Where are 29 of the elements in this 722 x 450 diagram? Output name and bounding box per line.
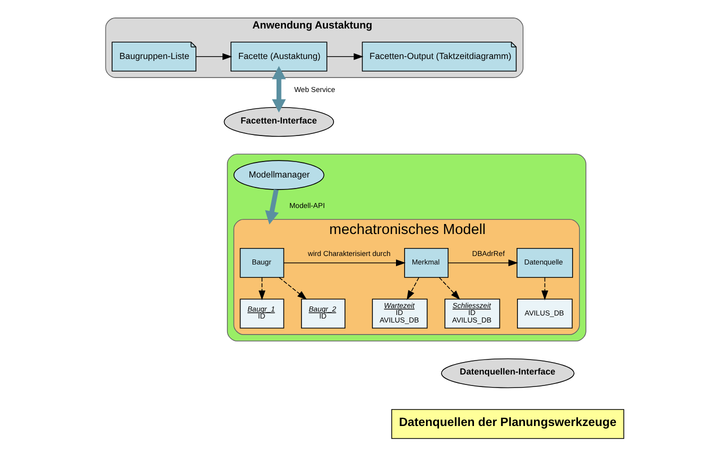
node-ellipse: Modellmanager: [233, 160, 324, 190]
arrow: [438, 277, 460, 300]
arrow: [326, 53, 363, 60]
edge-label: wird Charakterisiert durch: [307, 248, 390, 258]
arrow: [540, 277, 548, 300]
arrow: [406, 277, 419, 300]
node-box: Facette (Austaktung): [230, 42, 327, 72]
node-box: AVILUS_DB: [516, 298, 572, 329]
node-ellipse: Facetten-Interface: [223, 106, 334, 137]
arrow: [258, 277, 265, 300]
edge-label: Modell-API: [288, 201, 324, 210]
arrow: [278, 277, 306, 300]
node-box: Schliesszeit ID AVILUS_DB: [444, 298, 500, 329]
edge-label: DBAdrRef: [472, 248, 504, 258]
node-box: Baugr_1 ID: [239, 298, 284, 329]
edge-label: Web Service: [294, 85, 335, 94]
arrow: [282, 259, 406, 266]
node-box: Datenquelle: [516, 248, 573, 278]
arrow: [195, 53, 232, 60]
cluster: [226, 154, 586, 342]
node-box: Baugr_2 ID: [300, 298, 345, 329]
arrow: [271, 66, 286, 112]
node-box: Wartezeit ID AVILUS_DB: [371, 298, 428, 329]
node-box: Merkmal: [404, 248, 448, 278]
node-box: Datenquellen der Planungswerkzeuge: [390, 409, 624, 439]
node-box: Baugr: [239, 248, 284, 278]
arrow: [447, 259, 518, 266]
arrow: [264, 189, 278, 224]
node-ellipse: Datenquellen-Interface: [440, 358, 574, 388]
